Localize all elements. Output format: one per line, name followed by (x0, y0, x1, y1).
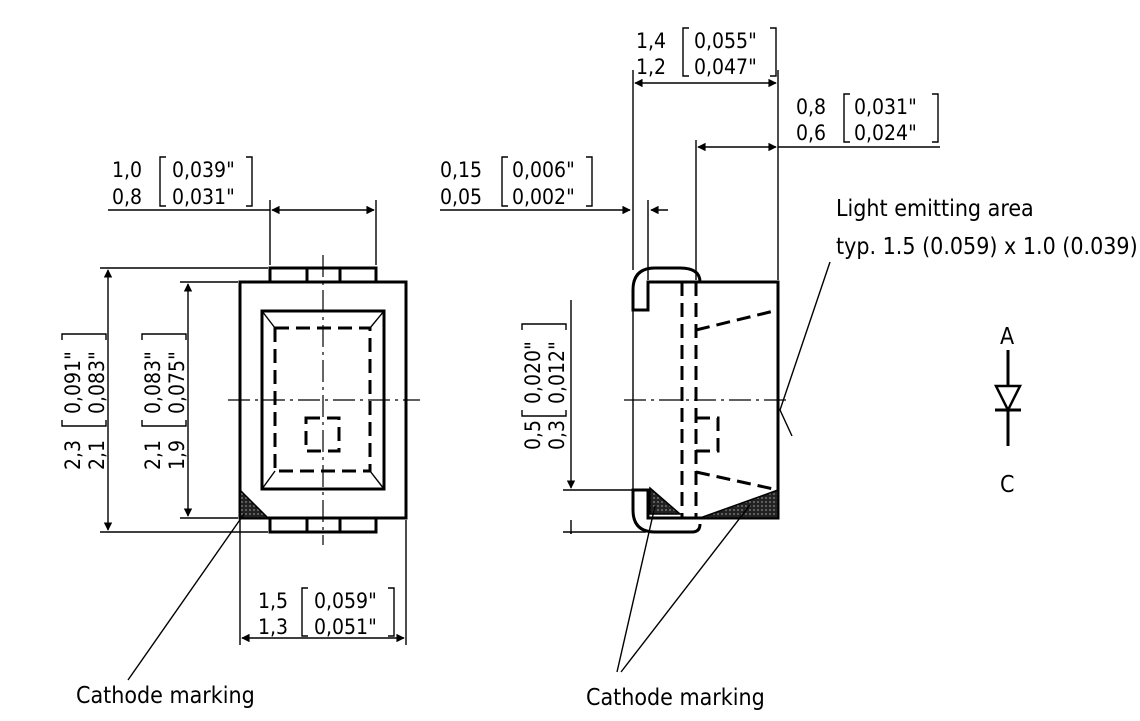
light-emitting-area-title: Light emitting area (836, 196, 1034, 222)
dim-body-height-max-in: 0,083" (141, 351, 165, 414)
side-cathode-mark-left (649, 486, 683, 515)
dim-bottom-width-min-in: 0,051" (314, 615, 377, 639)
dim-top-width: 1,0 0,8 0,039" 0,031" (112, 156, 253, 209)
side-lead-frame (631, 266, 702, 534)
dim-body-height-min: 1,9 (165, 440, 189, 470)
dim-lead-thickness-max: 0,15 (440, 158, 482, 182)
dim-total-height-max-in: 0,091" (61, 351, 85, 414)
dim-top-width-min-in: 0,031" (172, 185, 235, 209)
dim-lead-height-max-in: 0,020" (521, 341, 545, 404)
front-dimension-lines (100, 200, 407, 681)
dim-side-depth-min-in: 0,047" (694, 55, 757, 79)
side-view (624, 266, 790, 534)
dim-lens-depth-min-in: 0,024" (854, 121, 917, 145)
dim-side-depth-min: 1,2 (636, 55, 666, 79)
dim-body-height-min-in: 0,075" (165, 351, 189, 414)
dim-body-height: 2,1 1,9 0,083" 0,075" (141, 333, 189, 470)
dim-lens-depth-max: 0,8 (796, 95, 826, 119)
cathode-marking-label-right: Cathode marking (586, 685, 765, 711)
cathode-marking-label-left: Cathode marking (76, 683, 255, 709)
dim-lead-thickness: 0,15 0,05 0,006" 0,002" (440, 156, 593, 209)
dim-bottom-width: 1,5 1,3 0,059" 0,051" (258, 587, 395, 639)
side-dimension-lines (440, 70, 940, 673)
dim-total-height-min-in: 0,083" (85, 351, 109, 414)
front-chip (304, 416, 341, 453)
front-view (228, 255, 420, 545)
dim-top-width-max-in: 0,039" (172, 158, 235, 182)
dim-lens-depth-max-in: 0,031" (854, 95, 917, 119)
dim-top-width-max: 1,0 (112, 158, 142, 182)
dim-lead-height-min: 0,3 (545, 420, 569, 450)
dim-side-depth-max: 1,4 (636, 29, 666, 53)
side-cathode-mark-right (699, 488, 779, 519)
dim-top-width-min: 0,8 (112, 185, 142, 209)
anode-label: A (1000, 324, 1014, 350)
dim-body-height-max: 2,1 (141, 440, 165, 470)
dim-total-height-max: 2,3 (61, 440, 85, 470)
dim-side-depth-max-in: 0,055" (694, 29, 757, 53)
dim-lead-height-max: 0,5 (521, 420, 545, 450)
dim-total-height-min: 2,1 (85, 440, 109, 470)
dim-side-depth: 1,4 1,2 0,055" 0,047" (636, 27, 777, 79)
light-emitting-area-size: typ. 1.5 (0.059) x 1.0 (0.039) (836, 234, 1138, 260)
side-chip (694, 416, 720, 453)
dim-lead-height-min-in: 0,012" (545, 341, 569, 404)
dim-bottom-width-max: 1,5 (258, 589, 288, 613)
dim-lead-thickness-max-in: 0,006" (512, 158, 575, 182)
dim-lead-height: 0,5 0,3 0,020" 0,012" (521, 323, 569, 450)
front-cathode-mark (239, 488, 270, 519)
dim-lens-depth-min: 0,6 (796, 121, 826, 145)
dim-lead-thickness-min: 0,05 (440, 185, 482, 209)
dim-lead-thickness-min-in: 0,002" (512, 185, 575, 209)
dim-lens-depth: 0,8 0,6 0,031" 0,024" (796, 93, 939, 145)
diode-triangle (993, 384, 1023, 413)
dim-bottom-width-max-in: 0,059" (314, 589, 377, 613)
dim-bottom-width-min: 1,3 (258, 615, 288, 639)
diode-symbol: A C (993, 324, 1023, 498)
cathode-label: C (1000, 472, 1014, 498)
dim-total-height: 2,3 2,1 0,091" 0,083" (61, 333, 109, 470)
